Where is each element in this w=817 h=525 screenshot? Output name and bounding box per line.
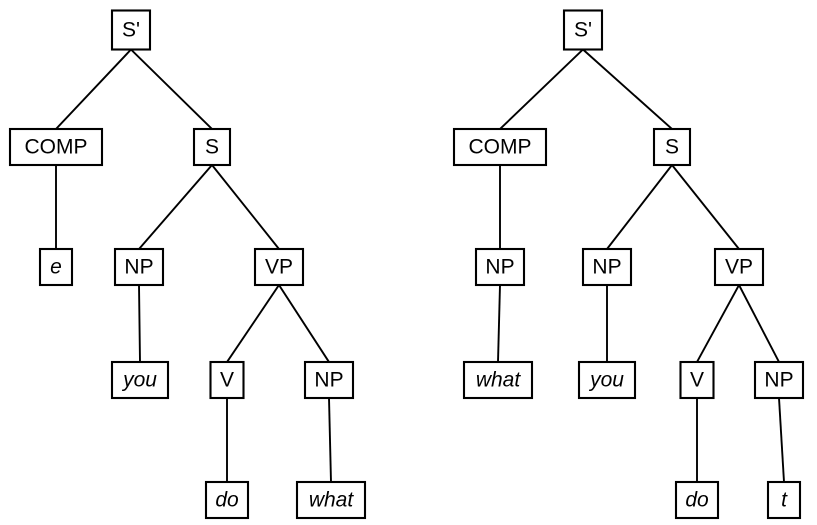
tree-edge: [54, 48, 133, 131]
tree-edge: [670, 163, 741, 251]
node-label: what: [476, 369, 522, 392]
node-label: do: [215, 489, 239, 512]
node-label: VP: [265, 256, 293, 279]
tree-edge: [737, 283, 781, 364]
node-label: what: [309, 489, 355, 512]
node-box: [110, 9, 152, 51]
tree-node-np[interactable]: NP: [474, 247, 526, 287]
tree-edge: [777, 396, 786, 484]
tree-edge: [498, 48, 585, 131]
node-box: [766, 480, 802, 520]
node-label: NP: [764, 369, 793, 392]
tree-node-e[interactable]: e: [38, 247, 74, 287]
node-label: do: [685, 489, 709, 512]
node-box: [192, 127, 232, 167]
tree-node-np[interactable]: NP: [753, 360, 805, 400]
node-box: [581, 247, 633, 287]
tree-edge: [137, 163, 214, 251]
node-box: [474, 247, 526, 287]
node-label: you: [121, 369, 157, 392]
node-label: V: [690, 369, 704, 392]
node-label: S': [122, 19, 140, 42]
tree-node-vp[interactable]: VP: [713, 247, 765, 287]
node-box: [462, 360, 534, 400]
node-label: e: [50, 256, 62, 279]
tree-edge: [277, 283, 331, 364]
node-box: [38, 247, 74, 287]
tree-node-do[interactable]: do: [204, 480, 250, 520]
tree-edge: [581, 48, 674, 131]
right-tree-edges: [497, 48, 786, 484]
tree-node-what[interactable]: what: [295, 480, 367, 520]
node-label: NP: [592, 256, 621, 279]
node-box: [110, 360, 170, 400]
tree-edge: [129, 48, 214, 131]
node-label: COMP: [469, 136, 532, 159]
edges-layer: [54, 48, 786, 484]
tree-edge: [210, 163, 281, 251]
tree-edge: [328, 397, 332, 483]
node-label: COMP: [25, 136, 88, 159]
right-tree-nodes: S' COMP S NP NP VP what you V NP do t: [452, 9, 805, 520]
node-box: [713, 247, 765, 287]
node-label: S: [665, 136, 679, 159]
node-label: VP: [725, 256, 753, 279]
tree-node-comp[interactable]: COMP: [8, 127, 104, 167]
node-box: [295, 480, 367, 520]
left-tree-edges: [54, 48, 332, 483]
node-label: NP: [124, 256, 153, 279]
tree-node-s[interactable]: S': [562, 9, 604, 51]
tree-edge: [695, 283, 741, 364]
node-box: [652, 127, 692, 167]
tree-edge: [138, 284, 141, 363]
tree-node-v[interactable]: V: [679, 360, 715, 400]
node-label: t: [781, 489, 788, 512]
node-box: [113, 247, 165, 287]
node-box: [679, 360, 715, 400]
node-box: [674, 480, 720, 520]
tree-edge: [497, 284, 501, 363]
node-box: [577, 360, 637, 400]
tree-edge: [225, 283, 281, 364]
tree-edge: [605, 163, 674, 251]
tree-node-np[interactable]: NP: [581, 247, 633, 287]
node-label: V: [220, 369, 234, 392]
node-box: [562, 9, 604, 51]
node-label: NP: [314, 369, 343, 392]
tree-node-comp[interactable]: COMP: [452, 127, 548, 167]
tree-node-np[interactable]: NP: [113, 247, 165, 287]
node-box: [753, 360, 805, 400]
node-box: [8, 127, 104, 167]
tree-node-you[interactable]: you: [577, 360, 637, 400]
tree-node-t[interactable]: t: [766, 480, 802, 520]
tree-node-s[interactable]: S': [110, 9, 152, 51]
tree-node-s[interactable]: S: [652, 127, 692, 167]
tree-node-do[interactable]: do: [674, 480, 720, 520]
tree-node-you[interactable]: you: [110, 360, 170, 400]
node-box: [204, 480, 250, 520]
node-box: [303, 360, 355, 400]
node-label: you: [588, 369, 624, 392]
node-label: S': [574, 19, 592, 42]
node-box: [253, 247, 305, 287]
tree-node-v[interactable]: V: [209, 360, 245, 400]
tree-node-s[interactable]: S: [192, 127, 232, 167]
node-label: NP: [485, 256, 514, 279]
node-label: S: [205, 136, 219, 159]
node-box: [209, 360, 245, 400]
node-box: [452, 127, 548, 167]
tree-node-np[interactable]: NP: [303, 360, 355, 400]
tree-node-vp[interactable]: VP: [253, 247, 305, 287]
tree-node-what[interactable]: what: [462, 360, 534, 400]
